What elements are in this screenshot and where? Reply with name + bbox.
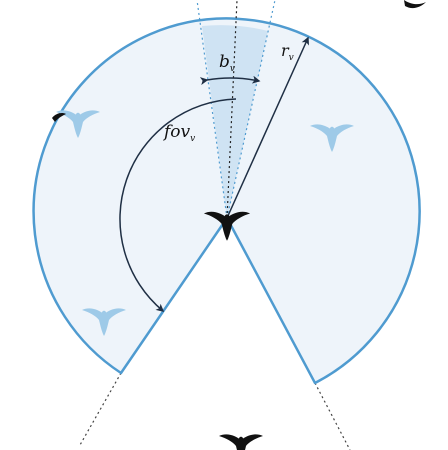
blind-edge-right (226, 0, 276, 219)
fov-boundary-left-extension (79, 372, 122, 446)
outside-bird-bottom-icon (219, 434, 263, 450)
radius-label: rv (281, 41, 294, 63)
fov-arc-arrow (119, 98, 237, 312)
blind-angle-arrow (199, 75, 261, 86)
radius-arrow (226, 36, 309, 219)
outside-bird-partial-topright-icon (404, 0, 426, 9)
fov-label: fovv (162, 122, 195, 144)
fov-boundary-right-extension (314, 382, 351, 450)
blind-angle-label: bv (219, 52, 235, 74)
blind-edge-left (196, 0, 228, 219)
heading-line (226, 0, 238, 219)
blind-angle-wedge (202, 25, 268, 219)
outside-bird-partial-left-icon (52, 113, 66, 122)
